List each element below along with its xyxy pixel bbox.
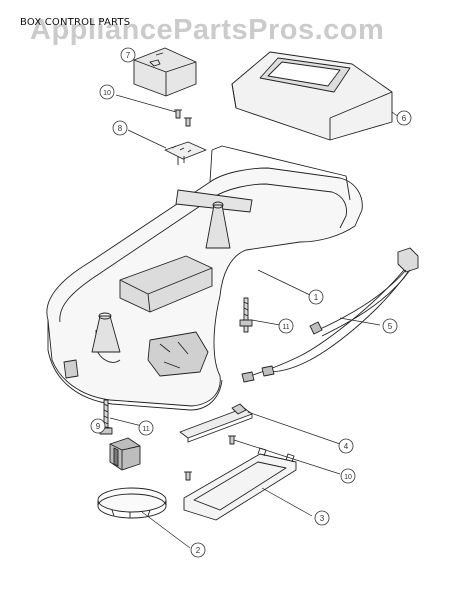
callout-label: 11 (282, 324, 289, 331)
part-10-screws-top (174, 109, 192, 127)
part-4-bracket (179, 403, 253, 443)
callout-part-6: 6 (396, 110, 412, 126)
part-9-relay (109, 437, 141, 471)
callout-part-1: 1 (308, 289, 324, 305)
part-6-top-cover (231, 51, 393, 141)
part-2-ring (97, 487, 167, 519)
callout-circle (99, 84, 115, 100)
callout-part-4: 4 (338, 438, 354, 454)
watermark-text: AppliancePartsPros.com (30, 14, 385, 46)
callout-label: 10 (103, 90, 111, 97)
part-10-screws-lower (184, 435, 236, 481)
callout-label: 6 (402, 114, 407, 123)
callout-part-5: 5 (382, 318, 398, 334)
callout-label: 4 (344, 442, 349, 451)
part-8-board (164, 141, 207, 165)
callout-circle (278, 318, 294, 334)
callout-circle (308, 289, 324, 305)
callout-label: 1 (314, 293, 319, 302)
part-11-screw-right (239, 297, 253, 333)
callout-part-3: 3 (314, 510, 330, 526)
callout-circle (90, 418, 106, 434)
part-5-wire-harness (241, 247, 419, 383)
callout-part-2: 2 (190, 542, 206, 558)
callout-part-7: 7 (120, 47, 136, 63)
callout-circle (340, 468, 356, 484)
callout-label: 5 (388, 322, 393, 331)
callout-label: 7 (126, 51, 131, 60)
part-3-cover-plate (183, 447, 297, 521)
callout-part-11b: 11 (138, 420, 154, 436)
callout-part-11a: 11 (278, 318, 294, 334)
callout-part-10b: 10 (340, 468, 356, 484)
callout-circle (382, 318, 398, 334)
part-1-main-housing (46, 145, 363, 411)
callout-label: 8 (118, 124, 123, 133)
callout-part-9: 9 (90, 418, 106, 434)
callout-part-10a: 10 (99, 84, 115, 100)
part-7-relay-cover (133, 47, 197, 97)
callout-label: 11 (142, 426, 149, 433)
callout-label: 3 (320, 514, 325, 523)
callout-label: 2 (196, 546, 201, 555)
callout-circle (190, 542, 206, 558)
callout-circle (396, 110, 412, 126)
callout-circle (314, 510, 330, 526)
page-title: BOX CONTROL PARTS (20, 17, 131, 28)
callout-circle (120, 47, 136, 63)
callout-circle (338, 438, 354, 454)
callout-label: 9 (96, 422, 101, 431)
callout-label: 10 (344, 474, 352, 481)
callout-part-8: 8 (112, 120, 128, 136)
callout-circle (112, 120, 128, 136)
callout-circle (138, 420, 154, 436)
